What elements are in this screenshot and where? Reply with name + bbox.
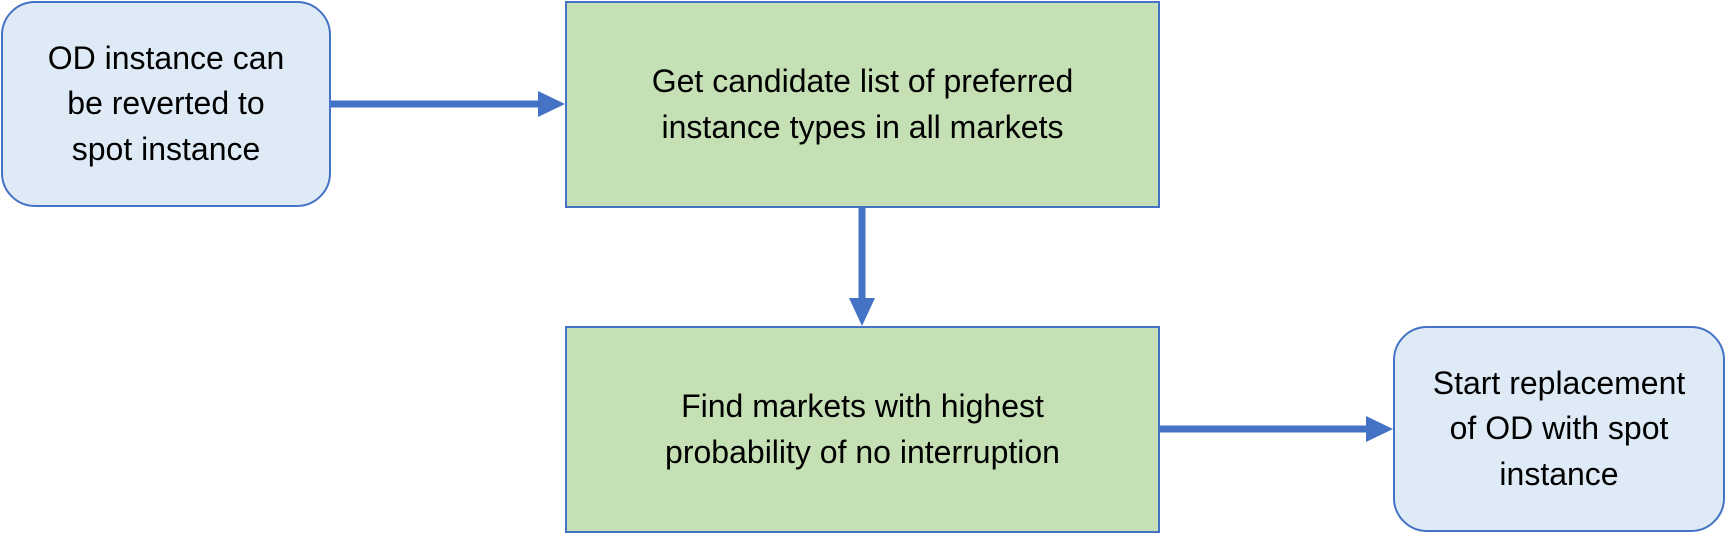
arrow-get-to-find — [849, 208, 875, 326]
arrow-start-to-get — [331, 91, 565, 117]
arrow-find-to-replace — [1160, 416, 1393, 442]
replacement-node-label: Start replacement of OD with spot instan… — [1432, 364, 1686, 492]
find-markets-node-label: Find markets with highest probability of… — [665, 388, 1060, 470]
start-node: OD instance can be reverted to spot inst… — [1, 1, 331, 207]
get-candidates-node-label: Get candidate list of preferred instance… — [651, 63, 1074, 145]
get-candidates-node: Get candidate list of preferred instance… — [565, 1, 1160, 208]
replacement-node: Start replacement of OD with spot instan… — [1393, 326, 1725, 532]
find-markets-node: Find markets with highest probability of… — [565, 326, 1160, 533]
start-node-label: OD instance can be reverted to spot inst… — [47, 39, 285, 167]
